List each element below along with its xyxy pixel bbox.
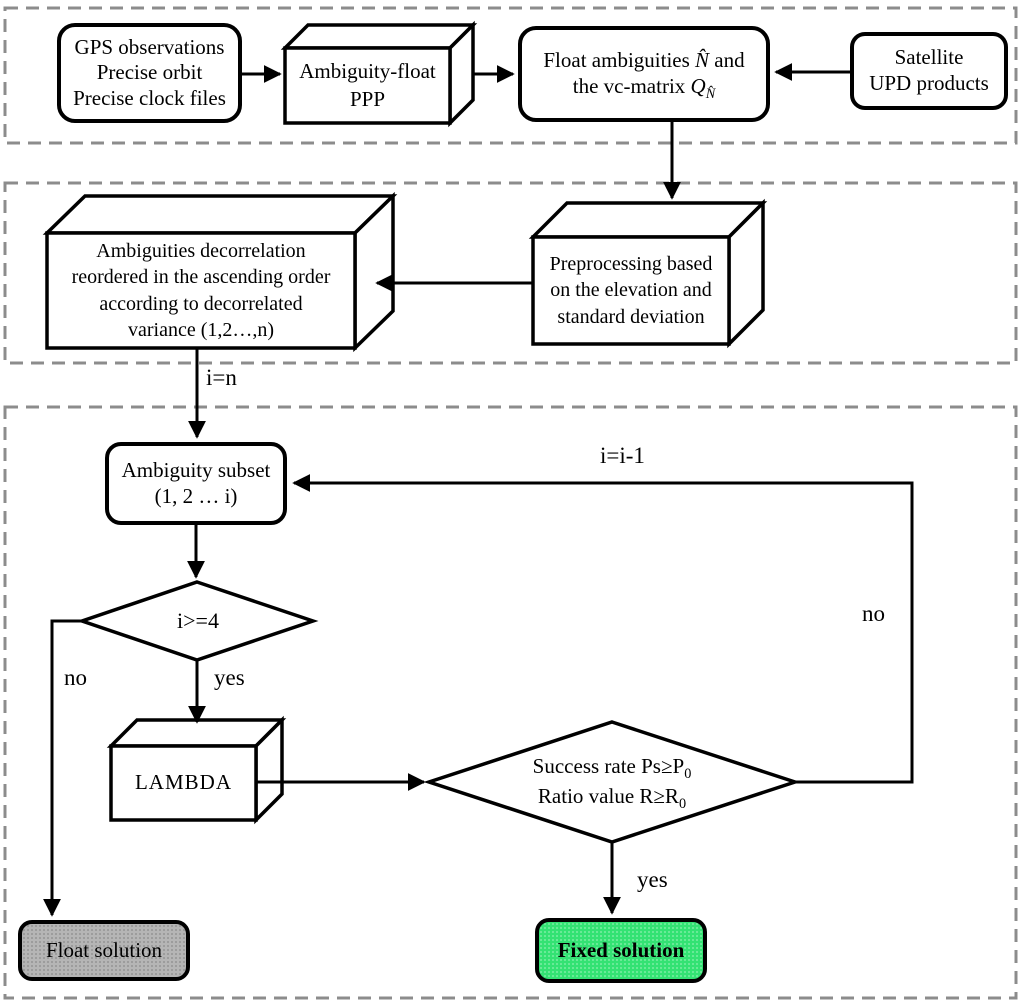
float-solution-node: Float solution [18, 920, 190, 981]
input-files-line: GPS observations [74, 34, 225, 59]
preprocessing-label: Preprocessing based on the elevation and… [533, 237, 729, 344]
p0-subscript: 0 [684, 765, 692, 782]
decorrelation-label-line: variance (1,2…,n) [127, 318, 275, 341]
success-rate-text: Success rate Ps≥P [532, 753, 685, 778]
decision-success-label: Success rate Ps≥P0 Ratio value R≥R0 [447, 731, 777, 831]
decorrelation-3d-box-top-face [42, 194, 398, 235]
input-files-line: Precise clock files [73, 85, 226, 110]
lambda-label: LAMBDA [111, 746, 256, 820]
edge-label-success-yes: yes [637, 867, 668, 892]
edge-label-i-decrement: i=i-1 [600, 443, 645, 468]
decorrelation-3d-box-front-face [45, 231, 357, 350]
preprocessing-3d-box [528, 198, 768, 349]
section-resolution-dashed-frame [3, 405, 1018, 1000]
preprocessing-3d-box-top-face [528, 201, 768, 239]
nhat-symbol: N̂ [695, 48, 710, 73]
float-ambiguities-line1-suffix: and [714, 48, 745, 73]
preprocessing-3d-box-front-face [531, 235, 731, 346]
lambda-3d-box-top-face [106, 718, 287, 748]
q-subscript-nhat: N̂ [705, 86, 716, 103]
decorrelation-3d-box [42, 191, 398, 353]
ppp-label: Ambiguity-float PPP [285, 48, 450, 123]
satellite-upd-line: Satellite [894, 45, 964, 70]
input-files-line: Precise orbit [96, 60, 203, 85]
ppp-3d-box [280, 20, 478, 128]
float-ambiguities-line1: Float ambiguities N̂ and [543, 48, 744, 74]
ambiguity-subset-line: (1, 2 … i) [154, 483, 238, 508]
arrow-decision-success-no-loop-to-subset [292, 474, 914, 784]
satellite-upd-line: UPD products [869, 71, 989, 95]
decorrelation-label-line: according to decorrelated [99, 292, 303, 315]
ppp-3d-box-top-face [280, 23, 478, 50]
arrow-decision-i-no-to-float-solution [43, 619, 82, 917]
decision-success-line1: Success rate Ps≥P0 [533, 751, 692, 781]
edge-label-i-no: no [64, 665, 87, 690]
ambiguity-subset-node: Ambiguity subset (1, 2 … i) [105, 442, 287, 525]
decorrelation-label-line: reordered in the ascending order [71, 266, 331, 289]
float-ambiguities-line1-text: Float ambiguities [543, 48, 690, 73]
decorrelation-label-line: Ambiguities decorrelation [96, 239, 306, 262]
ppp-3d-box-front-face [283, 46, 452, 125]
fixed-solution-label: Fixed solution [557, 937, 685, 962]
preprocessing-label-line: on the elevation and [550, 279, 712, 302]
preprocessing-label-line: standard deviation [557, 305, 705, 328]
edge-label-i-yes: yes [214, 665, 245, 690]
satellite-upd-node: Satellite UPD products [850, 32, 1008, 110]
decorrelation-label: Ambiguities decorrelation reordered in t… [47, 233, 355, 348]
edge-label-success-no: no [862, 601, 885, 626]
float-ambiguities-node: Float ambiguities N̂ and the vc-matrix Q… [518, 26, 770, 122]
lambda-label-text: LAMBDA [134, 770, 232, 795]
float-ambiguities-line2: the vc-matrix QN̂ [572, 74, 716, 103]
ambiguity-subset-line: Ambiguity subset [121, 457, 271, 482]
section-inputs-dashed-frame [3, 6, 1018, 145]
ppp-label-line: Ambiguity-float [299, 58, 436, 83]
vc-matrix-text: the vc-matrix [572, 74, 686, 98]
float-solution-label: Float solution [45, 937, 163, 962]
preprocessing-label-line: Preprocessing based [549, 252, 713, 275]
r0-subscript: 0 [678, 796, 687, 813]
section-preprocessing-dashed-frame [3, 181, 1018, 365]
input-files-node: GPS observations Precise orbit Precise c… [57, 23, 242, 123]
q-symbol: Q [690, 74, 706, 98]
fixed-solution-node: Fixed solution [535, 918, 707, 983]
ppp-label-line: PPP [349, 86, 386, 111]
decision-i-label-text: i>=4 [177, 608, 219, 634]
ratio-value-text: Ratio value R≥R [537, 784, 679, 808]
decision-i-label: i>=4 [92, 592, 304, 650]
decision-success-line2: Ratio value R≥R0 [538, 781, 686, 811]
edge-label-i-equals-n: i=n [206, 365, 237, 390]
